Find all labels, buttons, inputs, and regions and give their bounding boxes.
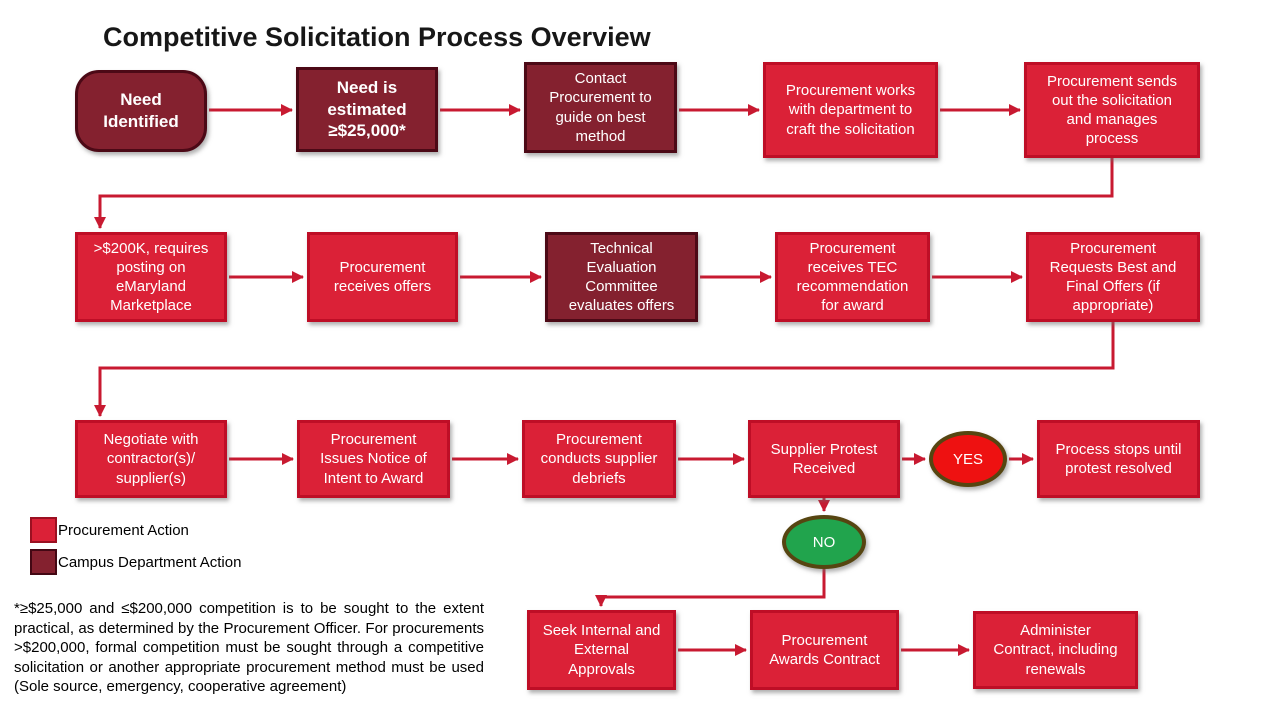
elbow-no-to-approvals — [595, 569, 826, 607]
node-notice-of-intent: Procurement Issues Notice of Intent to A… — [297, 420, 450, 498]
page-title: Competitive Solicitation Process Overvie… — [103, 22, 651, 52]
elbow-send-to-posting — [94, 158, 1114, 229]
node-need-estimated: Need is estimated ≥$25,000* — [296, 67, 438, 152]
node-awards-contract: Procurement Awards Contract — [750, 610, 899, 690]
legend-label-campus: Campus Department Action — [58, 553, 242, 571]
node-post-emaryland: >$200K, requires posting on eMaryland Ma… — [75, 232, 227, 322]
legend-item-procurement: Procurement Action — [30, 517, 189, 543]
node-best-final-offers: Procurement Requests Best and Final Offe… — [1026, 232, 1200, 322]
node-seek-approvals: Seek Internal and External Approvals — [527, 610, 676, 690]
node-administer-contract: Administer Contract, including renewals — [973, 611, 1138, 689]
node-tec-recommendation: Procurement receives TEC recommendation … — [775, 232, 930, 322]
node-craft-solicitation: Procurement works with department to cra… — [763, 62, 938, 158]
footnote: *≥$25,000 and ≤$200,000 competition is t… — [14, 600, 484, 695]
decision-no: NO — [782, 515, 866, 569]
node-need-identified: Need Identified — [75, 70, 207, 152]
node-send-solicitation: Procurement sends out the solicitation a… — [1024, 62, 1200, 158]
node-negotiate: Negotiate with contractor(s)/ supplier(s… — [75, 420, 227, 498]
node-process-stops: Process stops until protest resolved — [1037, 420, 1200, 498]
elbow-bafo-to-negotiate — [94, 322, 1115, 417]
node-supplier-protest: Supplier Protest Received — [748, 420, 900, 498]
legend-label-procurement: Procurement Action — [58, 521, 189, 539]
decision-yes: YES — [929, 431, 1007, 487]
legend-swatch-procurement — [30, 517, 57, 543]
node-supplier-debriefs: Procurement conducts supplier debriefs — [522, 420, 676, 498]
legend-item-campus: Campus Department Action — [30, 549, 241, 575]
node-tec-evaluates: Technical Evaluation Committee evaluates… — [545, 232, 698, 322]
node-receive-offers: Procurement receives offers — [307, 232, 458, 322]
node-contact-procurement: Contact Procurement to guide on best met… — [524, 62, 677, 153]
legend-swatch-campus — [30, 549, 57, 575]
